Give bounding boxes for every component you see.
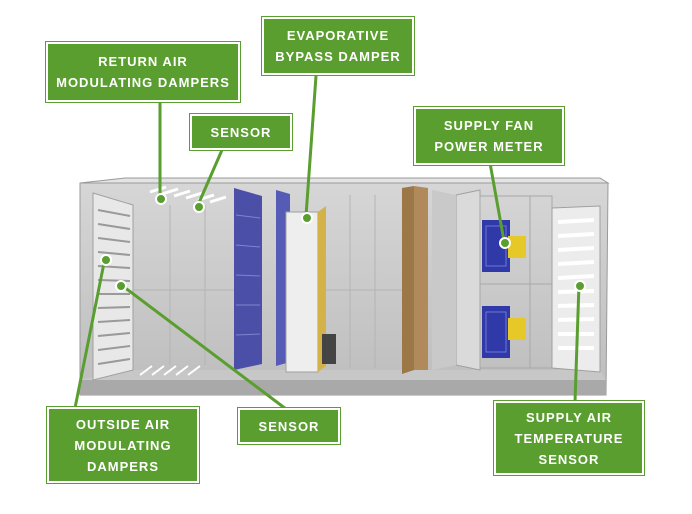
dot-outside-air [100, 254, 112, 266]
return-air-modulating-dampers-label: RETURN AIR MODULATING DAMPERS [56, 54, 230, 90]
filter-bank [234, 188, 290, 370]
sensor-bottom-callout: SENSOR [238, 408, 340, 444]
dot-sensor-top [193, 201, 205, 213]
supply-fan-power-meter-callout: SUPPLY FAN POWER METER [414, 107, 564, 165]
evaporative-bypass-damper-label: EVAPORATIVE BYPASS DAMPER [275, 28, 401, 64]
supply-air-temperature-sensor-callout: SUPPLY AIR TEMPERATURE SENSOR [494, 401, 644, 475]
dot-evap-bypass [301, 212, 313, 224]
supply-fan-power-meter-label: SUPPLY FAN POWER METER [434, 118, 544, 154]
return-air-modulating-dampers-callout: RETURN AIR MODULATING DAMPERS [46, 42, 240, 102]
dot-sensor-bottom [115, 280, 127, 292]
housing [79, 177, 610, 396]
mixing-box-panels [133, 205, 235, 365]
return-air-damper-slats [149, 185, 227, 204]
power-meters [508, 236, 526, 340]
evaporative-bypass-damper-callout: EVAPORATIVE BYPASS DAMPER [262, 17, 414, 75]
sensor-top-callout: SENSOR [190, 114, 292, 150]
evaporative-media [402, 186, 428, 374]
evaporative-section-panels [326, 195, 405, 368]
outside-air-modulating-dampers-callout: OUTSIDE AIR MODULATING DAMPERS [47, 407, 199, 483]
outside-air-modulating-dampers-label: OUTSIDE AIR MODULATING DAMPERS [74, 416, 172, 474]
dot-return-air [155, 193, 167, 205]
supply-air-temperature-sensor-label: SUPPLY AIR TEMPERATURE SENSOR [514, 409, 624, 467]
dot-supply-air-temp [574, 280, 586, 292]
dot-supply-fan-meter [499, 237, 511, 249]
floor-grate [139, 365, 201, 376]
leader-lines [73, 75, 581, 414]
sensor-bottom-label: SENSOR [258, 418, 320, 434]
fan-section-panels [432, 189, 481, 371]
sensor-top-label: SENSOR [210, 124, 272, 140]
